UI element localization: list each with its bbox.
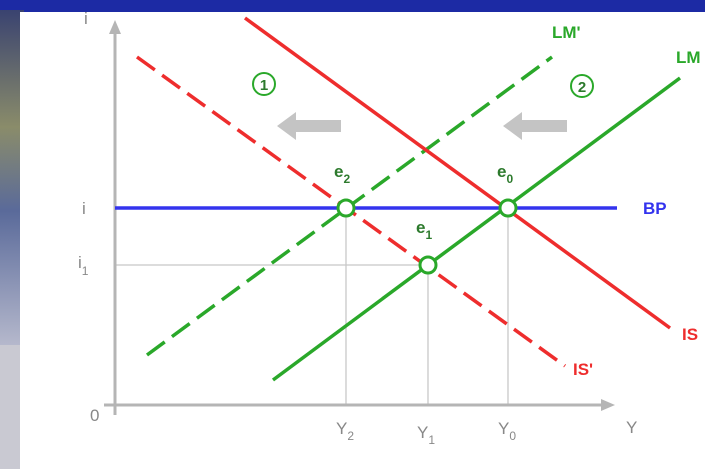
lm-label: LM — [676, 48, 701, 67]
x-axis-label: Y — [626, 418, 637, 437]
y-axis-arrowhead — [109, 20, 121, 34]
point-e2 — [336, 198, 356, 218]
x-tick-y2: Y2 — [336, 419, 354, 443]
svg-text:1: 1 — [260, 77, 268, 94]
lm-line — [271, 76, 682, 382]
x-tick-y1: Y1 — [417, 423, 435, 447]
x-tick-y0: Y0 — [498, 419, 516, 443]
x-axis-arrowhead — [601, 399, 615, 411]
lm-prime-label: LM' — [552, 23, 581, 42]
point-e1 — [418, 255, 438, 275]
is-prime-label: IS' — [573, 360, 593, 379]
point-e2-label: e2 — [334, 162, 350, 186]
y-tick-i: i — [82, 199, 86, 218]
is-label: IS — [682, 325, 698, 344]
y-axis-label: i — [84, 9, 88, 28]
point-e1-label: e1 — [416, 218, 432, 242]
left-arrow-1 — [277, 112, 341, 140]
is-line — [243, 16, 672, 330]
origin-label: 0 — [90, 406, 99, 425]
step-marker-2: 2 — [570, 74, 594, 98]
step-marker-1: 1 — [252, 72, 276, 96]
y-tick-i1: i1 — [78, 253, 89, 278]
point-e0-label: e0 — [497, 162, 513, 186]
point-e0 — [498, 198, 518, 218]
left-arrow-2 — [503, 112, 567, 140]
bp-label: BP — [643, 199, 667, 218]
svg-text:2: 2 — [578, 79, 586, 96]
